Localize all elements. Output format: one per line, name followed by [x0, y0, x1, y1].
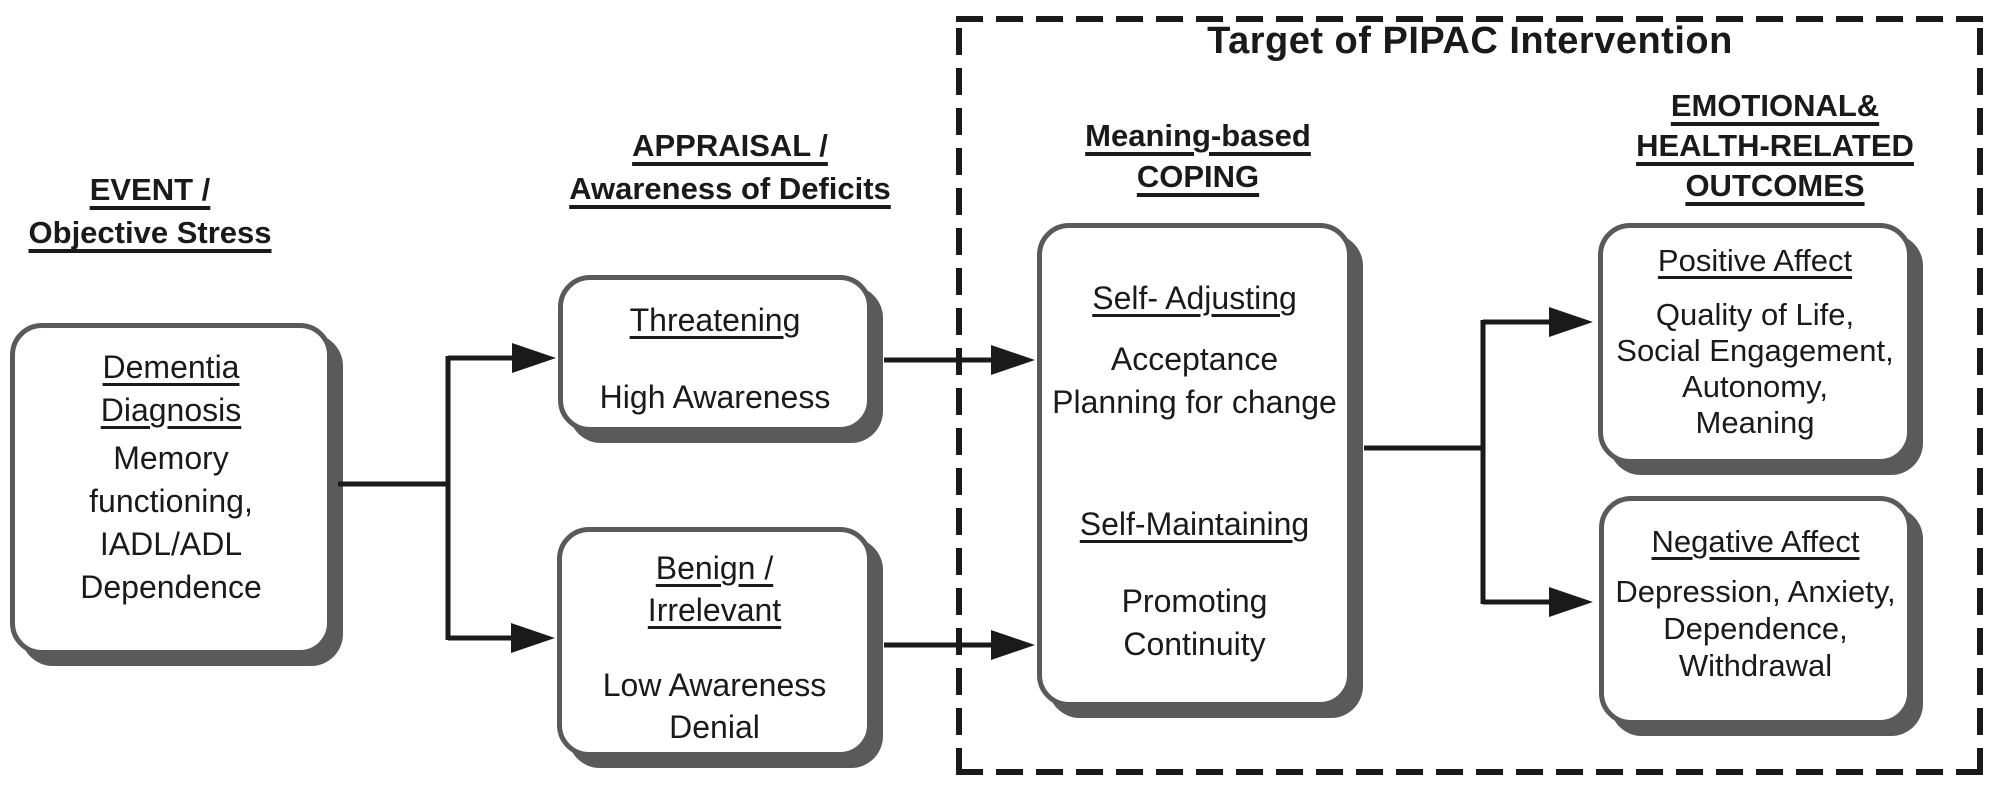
- box-negative-title: Negative Affect: [1651, 524, 1860, 559]
- heading-outcomes-line1: EMOTIONAL&: [1670, 88, 1880, 123]
- box-meaning-based-coping: Self- Adjusting Acceptance Planning for …: [1037, 223, 1352, 707]
- box-threatening-appraisal: Threatening High Awareness: [558, 275, 872, 432]
- heading-outcomes-line2: HEALTH-RELATED: [1636, 128, 1914, 163]
- arrowhead-to-threatening: [512, 343, 556, 373]
- heading-event-line2: Objective Stress: [28, 215, 272, 250]
- heading-appraisal-line2: Awareness of Deficits: [569, 171, 891, 206]
- box-negative-affect-outcomes: Negative Affect Depression, Anxiety, Dep…: [1599, 496, 1912, 725]
- box-negative-body-line1: Depression, Anxiety,: [1615, 574, 1896, 609]
- box-benign-title-line1: Benign /: [655, 550, 774, 586]
- coping-section2-body-line2: Continuity: [1123, 626, 1266, 662]
- coping-section2-body-line1: Promoting: [1121, 583, 1268, 619]
- coping-section1-body-line1: Acceptance: [1110, 341, 1279, 377]
- heading-appraisal-awareness: APPRAISAL / Awareness of Deficits: [480, 124, 980, 210]
- box-positive-affect-outcomes: Positive Affect Quality of Life, Social …: [1598, 223, 1912, 464]
- coping-section2-title: Self-Maintaining: [1079, 506, 1310, 542]
- box-dementia-body-line1: Memory: [113, 440, 229, 476]
- heading-event-line1: EVENT /: [89, 172, 211, 207]
- arrowhead-to-benign: [511, 623, 555, 653]
- coping-section1-title: Self- Adjusting: [1092, 280, 1297, 316]
- box-dementia-title-line1: Dementia: [102, 349, 240, 385]
- box-dementia-body-line2: functioning,: [89, 483, 253, 519]
- heading-coping-line1: Meaning-based: [1085, 118, 1311, 153]
- box-benign-body-line2: Denial: [669, 709, 760, 745]
- box-dementia-body-line4: Dependence: [80, 569, 262, 605]
- heading-meaning-based-coping: Meaning-based COPING: [1048, 115, 1348, 197]
- box-benign-title-line2: Irrelevant: [647, 592, 782, 628]
- box-dementia-diagnosis: Dementia Diagnosis Memory functioning, I…: [10, 323, 332, 655]
- heading-outcomes-line3: OUTCOMES: [1685, 168, 1865, 203]
- box-dementia-body-line3: IADL/ADL: [99, 526, 243, 562]
- box-positive-title: Positive Affect: [1657, 243, 1853, 278]
- coping-section1-body-line2: Planning for change: [1052, 384, 1337, 420]
- heading-coping-line2: COPING: [1136, 159, 1260, 194]
- box-negative-body-line2: Dependence,: [1663, 611, 1848, 646]
- heading-emotional-health-outcomes: EMOTIONAL& HEALTH-RELATED OUTCOMES: [1625, 86, 1925, 206]
- box-positive-body-line2: Social Engagement,: [1616, 333, 1894, 368]
- box-positive-body-line3: Autonomy,: [1682, 369, 1828, 404]
- box-threatening-title: Threatening: [629, 302, 801, 338]
- box-positive-body-line4: Meaning: [1695, 405, 1815, 440]
- box-dementia-title-line2: Diagnosis: [100, 392, 242, 428]
- box-benign-body-line1: Low Awareness: [602, 667, 827, 703]
- box-negative-body-line3: Withdrawal: [1678, 648, 1833, 683]
- diagram-title: Target of PIPAC Intervention: [1207, 20, 1733, 62]
- heading-appraisal-line1: APPRAISAL /: [632, 128, 828, 163]
- heading-event-objective-stress: EVENT / Objective Stress: [0, 168, 300, 254]
- box-positive-body-line1: Quality of Life,: [1655, 297, 1855, 332]
- box-benign-irrelevant-appraisal: Benign / Irrelevant Low Awareness Denial: [557, 527, 872, 757]
- box-threatening-body: High Awareness: [599, 379, 831, 415]
